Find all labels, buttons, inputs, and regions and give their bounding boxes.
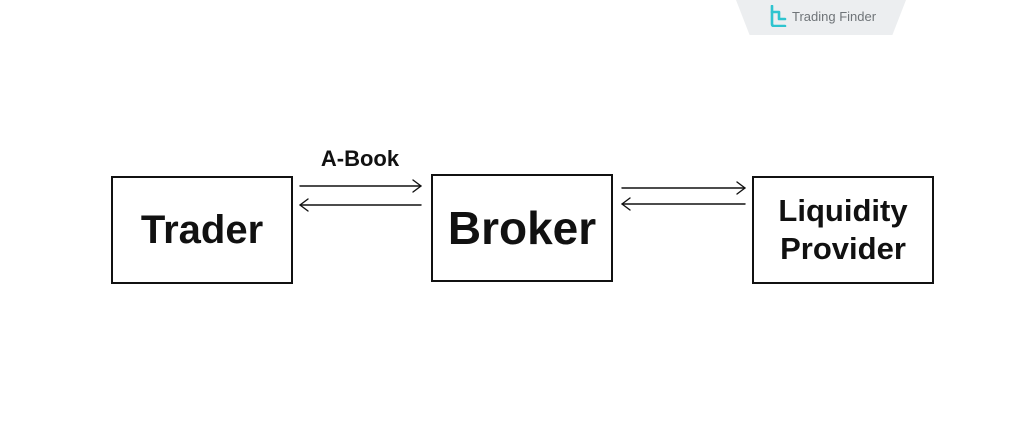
arrow-liquidity-provider-to-broker: [621, 197, 746, 211]
arrow-trader-to-broker: [299, 179, 422, 193]
liquidity-provider-node: Liquidity Provider: [752, 176, 934, 284]
brand-tab: [736, 0, 906, 35]
trader-label: Trader: [140, 207, 264, 252]
broker-node: Broker: [431, 174, 613, 282]
liquidity-provider-label-line2: Provider: [780, 231, 906, 266]
a-book-label: A-Book: [320, 146, 400, 171]
arrow-broker-to-liquidity-provider: [621, 181, 746, 195]
brand-name: Trading Finder: [792, 9, 877, 24]
trader-node: Trader: [111, 176, 293, 284]
arrow-broker-to-trader: [299, 198, 422, 212]
liquidity-provider-label-line1: Liquidity: [778, 193, 908, 229]
broker-label: Broker: [447, 202, 597, 254]
trading-finder-logo-icon: [770, 5, 787, 27]
